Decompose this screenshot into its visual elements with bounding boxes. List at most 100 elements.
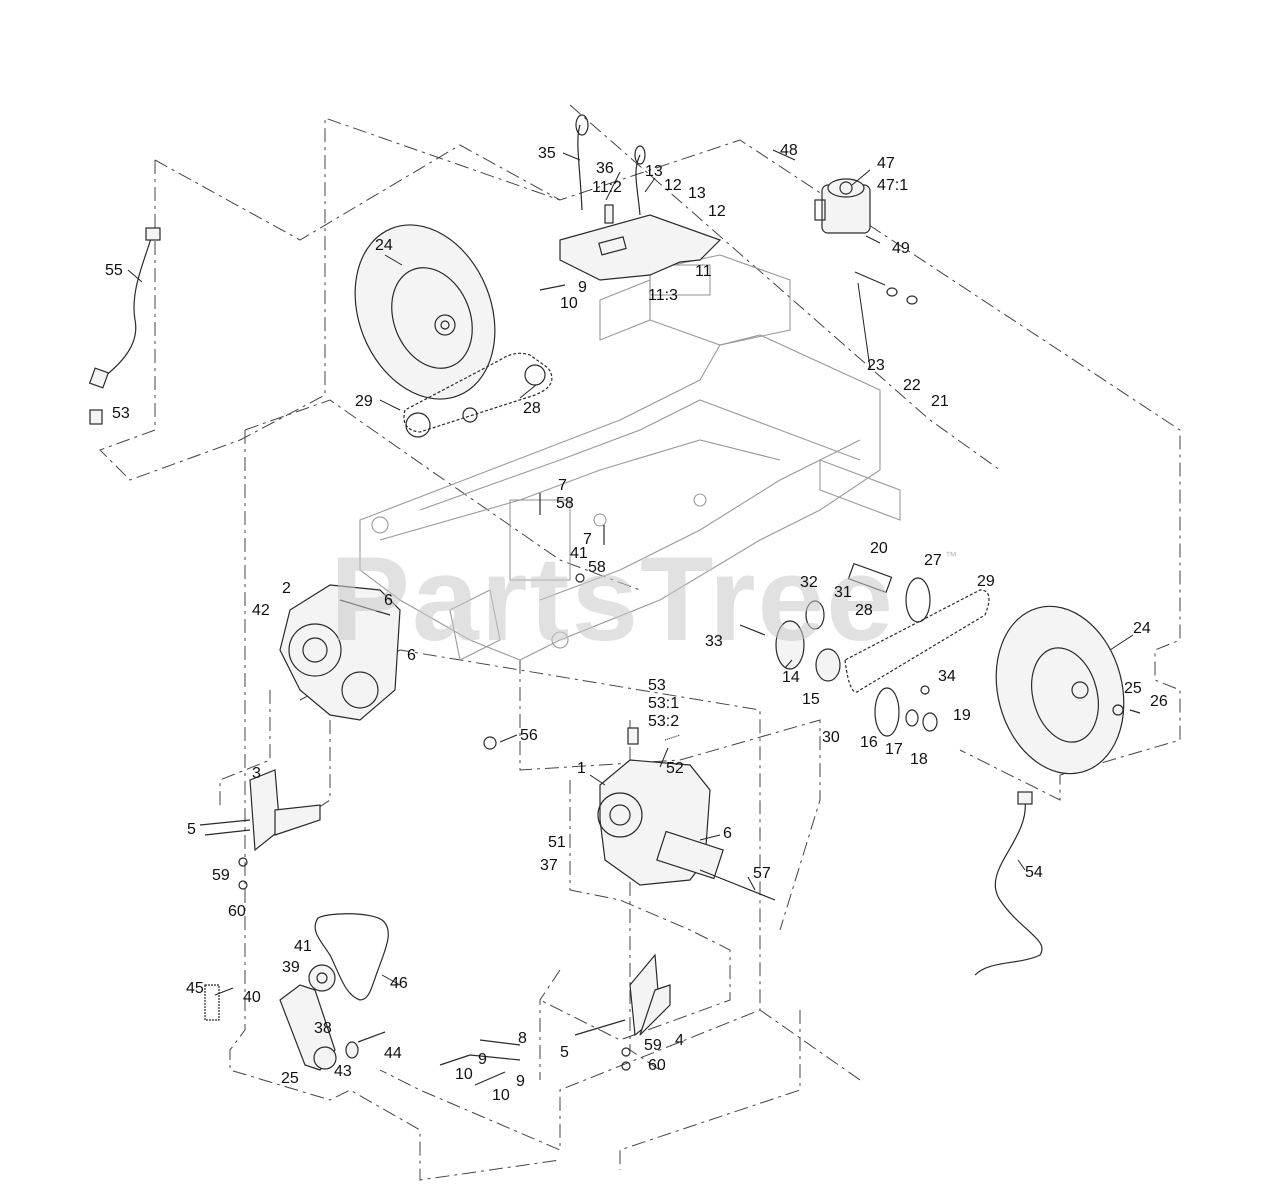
callout-53: 53: [112, 405, 130, 422]
callout-47: 47: [877, 155, 895, 172]
hydraulic-hose-55: [88, 227, 161, 425]
callout-42: 42: [252, 602, 270, 619]
callout-12: 12: [664, 177, 682, 194]
callout-14: 14: [782, 669, 800, 686]
callout-5: 5: [187, 821, 196, 838]
callout-11-2: 11:2: [592, 179, 622, 196]
callout-8: 8: [518, 1030, 527, 1047]
callout-59: 59: [212, 867, 230, 884]
callout-22: 22: [903, 377, 921, 394]
callout-54: 54: [1025, 864, 1043, 881]
callout-7: 7: [583, 531, 592, 548]
hardware-fasteners: [238, 284, 1141, 1086]
drive-sprockets-right: [775, 562, 990, 737]
callout-52: 52: [666, 760, 684, 777]
callout-28: 28: [855, 602, 873, 619]
idler-assembly: [204, 913, 389, 1071]
transmission-left: [279, 584, 401, 721]
callout-37: 37: [540, 857, 558, 874]
bracket-4: [574, 953, 671, 1037]
callout-7: 7: [558, 477, 567, 494]
callout-4: 4: [675, 1032, 684, 1049]
callout-27: 27: [924, 552, 942, 569]
callout-58: 58: [556, 495, 574, 512]
callout-28: 28: [523, 400, 541, 417]
callout-32: 32: [800, 574, 818, 591]
callout-57: 57: [753, 865, 771, 882]
callout-18: 18: [910, 751, 928, 768]
callout-24: 24: [375, 237, 393, 254]
callout-60: 60: [228, 903, 246, 920]
callout-34: 34: [938, 668, 956, 685]
callout-59: 59: [644, 1037, 662, 1054]
callout-10: 10: [455, 1066, 473, 1083]
drive-chain-left: [403, 352, 553, 438]
callout-45: 45: [186, 980, 204, 997]
callout-38: 38: [314, 1020, 332, 1037]
chassis-frame: [359, 254, 901, 661]
callout-49: 49: [892, 240, 910, 257]
callout-6: 6: [723, 825, 732, 842]
link-8: [469, 1039, 521, 1061]
callout-41: 41: [294, 938, 312, 955]
callout-36: 36: [596, 160, 614, 177]
callout-31: 31: [834, 584, 852, 601]
callout-15: 15: [802, 691, 820, 708]
rear-wheel-right: [995, 605, 1125, 775]
callout-29: 29: [355, 393, 373, 410]
pin-washers-21-23: [854, 271, 918, 305]
callout-53: 53: [648, 677, 666, 694]
callout-10: 10: [560, 295, 578, 312]
callout-46: 46: [390, 975, 408, 992]
callout-43: 43: [334, 1063, 352, 1080]
rear-wheel-left: [354, 224, 496, 400]
callout-21: 21: [931, 393, 949, 410]
callout-6: 6: [384, 592, 393, 609]
callout-2: 2: [282, 580, 291, 597]
callout-55: 55: [105, 262, 123, 279]
callout-41: 41: [570, 545, 588, 562]
callout-12: 12: [708, 203, 726, 220]
callout-11-3: 11:3: [648, 287, 678, 304]
callout-13: 13: [645, 163, 663, 180]
callout-13: 13: [688, 185, 706, 202]
reservoir-47: [814, 178, 871, 234]
callout-5: 5: [560, 1044, 569, 1061]
callout-26: 26: [1150, 693, 1168, 710]
watermark-trademark: ™: [945, 549, 957, 563]
callout-19: 19: [953, 707, 971, 724]
callout-24: 24: [1133, 620, 1151, 637]
callout-20: 20: [870, 540, 888, 557]
callout-29: 29: [977, 573, 995, 590]
watermark: PartsTree ™: [330, 532, 957, 666]
callout-40: 40: [243, 989, 261, 1006]
callout-11: 11: [695, 263, 712, 280]
callout-44: 44: [384, 1045, 402, 1062]
callout-9: 9: [478, 1051, 487, 1068]
watermark-text: PartsTree: [330, 532, 895, 666]
callout-60: 60: [648, 1057, 666, 1074]
callout-56: 56: [520, 727, 538, 744]
callout-25: 25: [281, 1070, 299, 1087]
callout-47-1: 47:1: [877, 177, 908, 194]
cover-plate-11: [559, 114, 722, 281]
callout-33: 33: [705, 633, 723, 650]
callout-48: 48: [780, 142, 798, 159]
callout-10: 10: [492, 1087, 510, 1104]
callout-6: 6: [407, 647, 416, 664]
callout-39: 39: [282, 959, 300, 976]
callout-1: 1: [577, 760, 586, 777]
callout-23: 23: [867, 357, 885, 374]
callout-9: 9: [578, 279, 587, 296]
callout-16: 16: [860, 734, 878, 751]
callout-58: 58: [588, 559, 606, 576]
callout-3: 3: [252, 765, 261, 782]
callout-53-2: 53:2: [648, 713, 679, 730]
callout-9: 9: [516, 1073, 525, 1090]
bracket-3: [199, 769, 321, 852]
callout-51: 51: [548, 834, 566, 851]
callout-25: 25: [1124, 680, 1142, 697]
callout-labels: 35 36 13 11:2 12 13 12 11 11:3 9 10 48 4…: [105, 142, 1168, 1104]
callout-leaders: [127, 149, 1134, 996]
